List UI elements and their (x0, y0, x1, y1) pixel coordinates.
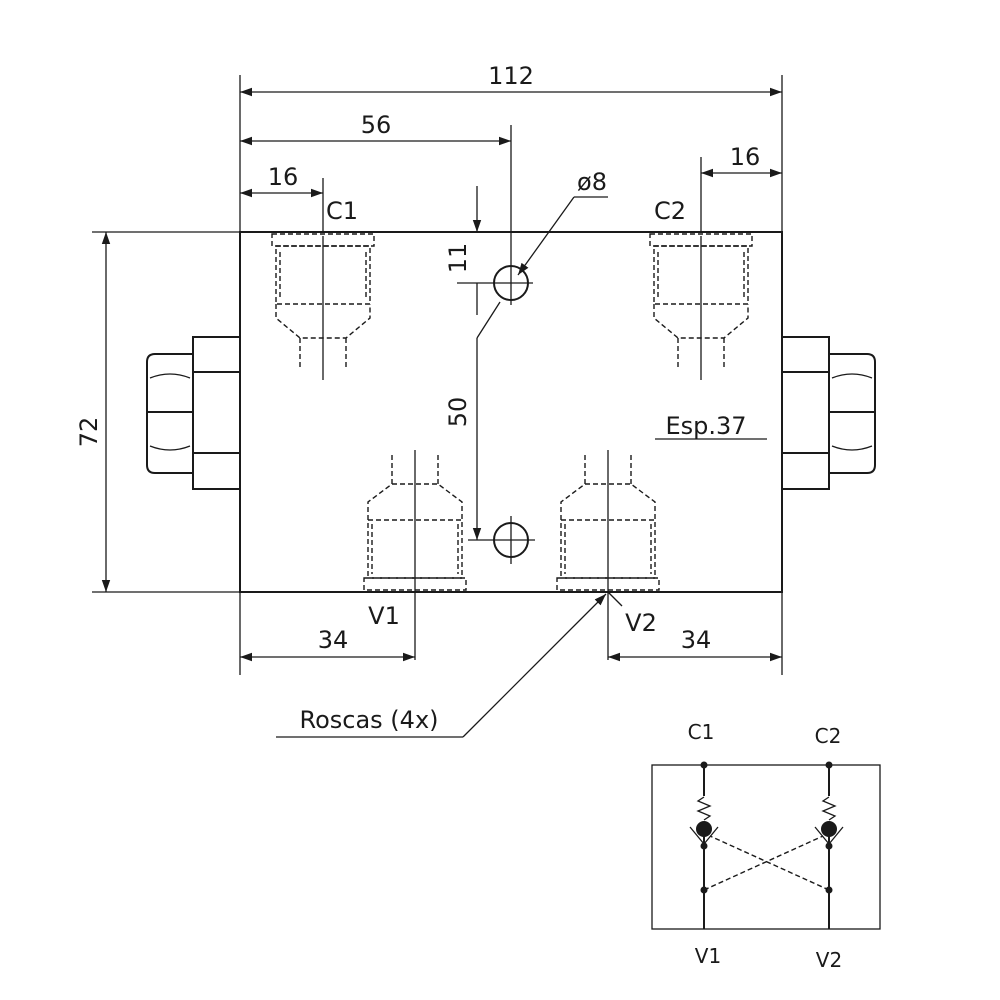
dim-left-port-label: 16 (268, 163, 299, 191)
port-label-c2: C2 (654, 197, 686, 225)
schematic-label-c2: C2 (815, 724, 842, 748)
dim-right-port-label: 16 (730, 143, 761, 171)
pilot-line-right (709, 835, 830, 891)
dim-center-offset-label: 56 (361, 111, 392, 139)
dim-hole-spacing-label: 50 (444, 397, 472, 428)
port-label-v2: V2 (625, 609, 657, 637)
right-hex-nut (781, 336, 876, 490)
dim-height-label: 72 (75, 417, 103, 448)
mounting-hole-bottom (468, 516, 535, 564)
dim-hole-spacing: 50 (444, 301, 501, 540)
pilot-line-left (703, 835, 824, 891)
dim-hole-top-offset-label: 11 (444, 243, 472, 274)
dim-center-offset: 56 (240, 111, 511, 146)
schematic-label-v2: V2 (816, 948, 842, 972)
thread-v2-hidden (556, 450, 660, 660)
left-hex-nut (146, 336, 241, 490)
schematic-frame (651, 764, 881, 930)
dim-bottom-left: 34 (239, 592, 415, 675)
hydraulic-schematic: C1 C2 V1 V2 (651, 720, 881, 972)
mounting-hole-top (457, 125, 533, 305)
dim-total-width-label: 112 (488, 62, 534, 90)
thread-c1-hidden (271, 233, 375, 380)
dim-bottom-left-label: 34 (318, 626, 349, 654)
thread-c2-hidden (649, 233, 753, 380)
dim-hole-top-offset: 11 (444, 186, 482, 315)
thread-v1-hidden (363, 450, 467, 660)
check-valve-left (689, 796, 719, 846)
dim-height: 72 (75, 231, 240, 593)
thickness-note-label: Esp.37 (665, 412, 746, 440)
thickness-note: Esp.37 (655, 412, 767, 440)
port-label-v1: V1 (368, 602, 400, 630)
threads-note-label: Roscas (4x) (299, 706, 438, 734)
dim-bottom-right-label: 34 (681, 626, 712, 654)
dim-right-port: 16 (700, 143, 782, 232)
port-label-c1: C1 (326, 197, 358, 225)
dim-total-width: 112 (239, 62, 783, 232)
dim-bottom-right: 34 (608, 592, 783, 675)
dim-left-port: 16 (240, 163, 324, 232)
dim-hole-diameter: ø8 (517, 168, 608, 276)
dim-hole-diameter-label: ø8 (577, 168, 607, 196)
schematic-label-c1: C1 (688, 720, 715, 744)
check-valve-right (814, 796, 844, 846)
threads-note: Roscas (4x) (276, 593, 607, 738)
schematic-label-v1: V1 (695, 944, 721, 968)
